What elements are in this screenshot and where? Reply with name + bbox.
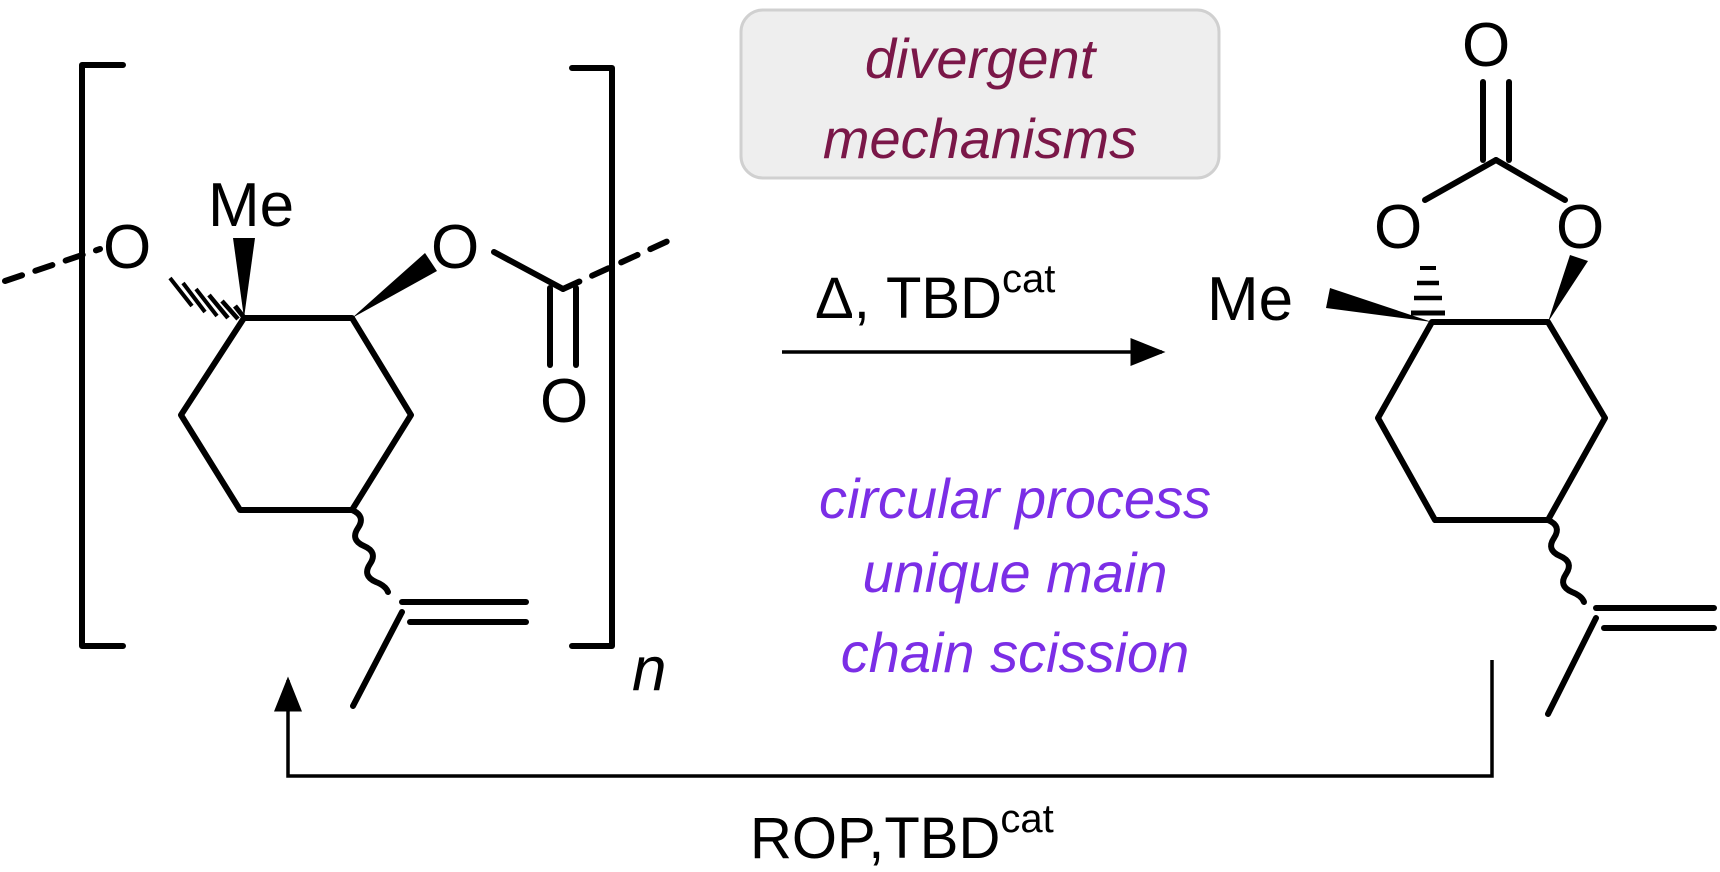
rop-arrow bbox=[274, 660, 1494, 778]
hashed-bond-c1-oring bbox=[1411, 266, 1445, 316]
forward-conditions-sup: cat bbox=[1002, 257, 1055, 301]
bond-c-o-left bbox=[1422, 157, 1499, 203]
callout-line-2: mechanisms bbox=[823, 107, 1137, 170]
methyl-label-polymer: Me bbox=[208, 171, 294, 240]
rop-conditions-main: ROP,TBD bbox=[750, 806, 1000, 871]
forward-conditions-main: Δ, TBD bbox=[815, 266, 1002, 331]
cyclic-carbonate-structure: O O O Me bbox=[1207, 11, 1717, 717]
ring-oxygen-left: O bbox=[1374, 193, 1422, 262]
rop-conditions-sup: cat bbox=[1000, 797, 1053, 841]
reverse-reaction: ROP,TBDcat bbox=[274, 660, 1494, 871]
left-bracket bbox=[79, 62, 126, 649]
bond-c-o-right bbox=[1493, 157, 1568, 203]
wedge-bond-methyl-product bbox=[1326, 288, 1432, 322]
right-bracket bbox=[569, 65, 615, 649]
wedge-bond-c2-o bbox=[352, 253, 437, 318]
feature-line-2: unique main bbox=[862, 541, 1167, 604]
methyl-label-product: Me bbox=[1207, 265, 1293, 334]
features-text: circular process unique main chain sciss… bbox=[819, 467, 1211, 684]
repeat-unit-n: n bbox=[632, 635, 666, 704]
hashed-bond-c1-o bbox=[168, 276, 248, 322]
chain-end-left bbox=[2, 246, 103, 284]
forward-reaction: Δ, TBDcat bbox=[782, 257, 1166, 366]
bond-o-carbonyl-c bbox=[491, 249, 566, 292]
wedge-bond-methyl bbox=[233, 238, 255, 318]
forward-conditions: Δ, TBDcat bbox=[815, 257, 1055, 331]
carbonyl-oxygen-polymer: O bbox=[540, 367, 588, 436]
wavy-bond-product bbox=[1545, 517, 1587, 605]
rop-conditions: ROP,TBDcat bbox=[750, 797, 1054, 871]
product-isopropenyl-methyl bbox=[1545, 615, 1599, 717]
cyclohexane-ring bbox=[178, 315, 414, 513]
wavy-bond-polymer bbox=[349, 507, 391, 595]
carbonyl-oxygen-product: O bbox=[1462, 11, 1510, 80]
isopropenyl-methyl bbox=[350, 609, 405, 709]
callout-line-1: divergent bbox=[865, 27, 1098, 90]
product-cyclohexane-ring bbox=[1375, 319, 1608, 523]
ring-oxygen-right: O bbox=[1556, 193, 1604, 262]
ester-oxygen: O bbox=[431, 213, 479, 282]
feature-line-3: chain scission bbox=[841, 621, 1190, 684]
chain-end-right bbox=[560, 238, 671, 292]
divergent-mechanisms-box: divergent mechanisms bbox=[739, 8, 1221, 180]
ether-oxygen: O bbox=[103, 213, 151, 282]
wedge-bond-c2-oring bbox=[1548, 255, 1588, 322]
feature-line-1: circular process bbox=[819, 467, 1211, 530]
polymer-structure: n O Me O O bbox=[2, 62, 671, 709]
